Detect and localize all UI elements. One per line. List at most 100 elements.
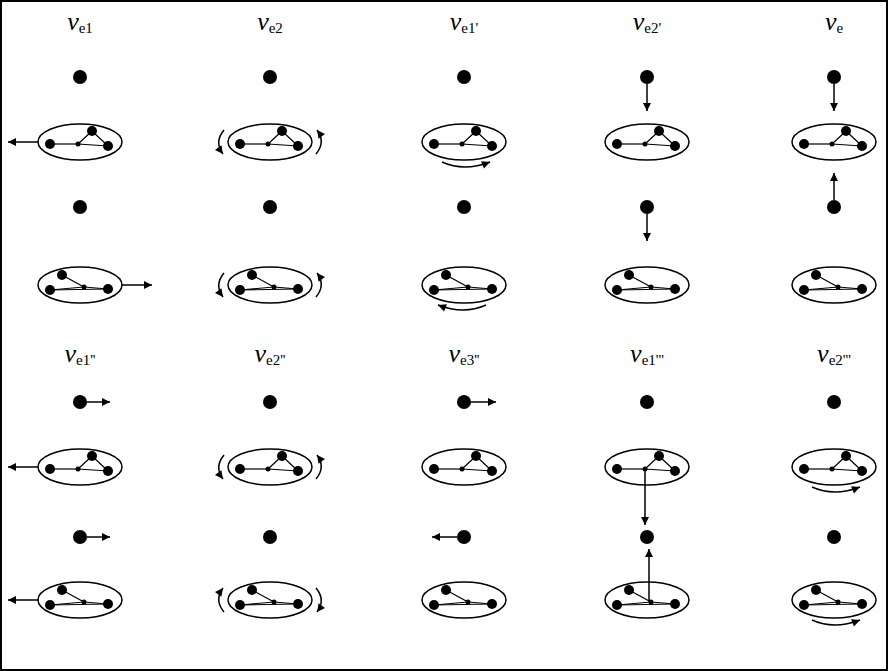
mode-label: νe2'' (254, 341, 285, 367)
molecule-ellipse (605, 582, 689, 618)
atom-dot (799, 285, 809, 295)
atom-dot (799, 139, 809, 149)
atom-dot (293, 284, 303, 294)
atom-dot (487, 466, 497, 476)
bond-line (617, 604, 675, 605)
atom-dot (471, 451, 481, 461)
bond-line (434, 289, 492, 290)
molecule-ellipse (228, 582, 312, 618)
particle-dot (263, 530, 277, 544)
atom-dot (87, 126, 97, 136)
particle-dot (827, 395, 841, 409)
atom-dot (624, 585, 634, 595)
molecule-ellipse (792, 582, 876, 618)
arrow-head (641, 517, 649, 525)
arrow-head (830, 173, 838, 181)
atom-dot (487, 141, 497, 151)
atom-center (836, 600, 841, 605)
atom-dot (103, 599, 113, 609)
atom-dot (57, 270, 67, 280)
atom-dot (277, 126, 287, 136)
atom-dot (612, 464, 622, 474)
atom-dot (293, 466, 303, 476)
atom-center (830, 142, 835, 147)
atom-dot (247, 585, 257, 595)
atom-center (76, 142, 81, 147)
bond-line (240, 289, 298, 290)
molecule-ellipse (228, 449, 312, 485)
molecule-ellipse (605, 267, 689, 303)
atom-dot (471, 126, 481, 136)
particle-dot (640, 395, 654, 409)
molecule-ellipse (605, 449, 689, 485)
atom-center (460, 142, 465, 147)
molecule-ellipse (38, 267, 122, 303)
atom-center (466, 285, 471, 290)
particle-dot (263, 70, 277, 84)
mode-label: νe1 (67, 9, 93, 35)
atom-dot (624, 270, 634, 280)
arrow-head (102, 533, 110, 541)
arrow-head (643, 103, 651, 111)
atom-dot (799, 464, 809, 474)
mode-label: νe1'' (64, 341, 95, 367)
molecule-ellipse (422, 449, 506, 485)
atom-dot (57, 585, 67, 595)
arrow-head (8, 596, 16, 604)
bond-line (50, 604, 108, 605)
molecule-ellipse (422, 267, 506, 303)
atom-dot (235, 139, 245, 149)
bond-line (50, 289, 108, 290)
atom-dot (654, 451, 664, 461)
arrow-head (102, 398, 110, 406)
mode-label: νe1' (450, 9, 478, 35)
atom-dot (277, 451, 287, 461)
particle-dot (640, 70, 654, 84)
atom-center (643, 142, 648, 147)
arrow-head (317, 273, 325, 282)
atom-dot (670, 284, 680, 294)
atom-dot (103, 141, 113, 151)
atom-dot (811, 270, 821, 280)
particle-dot (457, 395, 471, 409)
atom-dot (670, 599, 680, 609)
arrow-head (851, 619, 860, 626)
molecule-ellipse (228, 124, 312, 160)
bond-line (804, 604, 862, 605)
arrow-head (643, 233, 651, 241)
atom-dot (247, 270, 257, 280)
atom-dot (841, 451, 851, 461)
mode-label: νe3'' (448, 341, 479, 367)
mode-label: νe2 (257, 9, 283, 35)
atom-dot (857, 599, 867, 609)
particle-dot (73, 200, 87, 214)
atom-dot (612, 285, 622, 295)
arrow-head (8, 138, 16, 146)
atom-center (82, 285, 87, 290)
arrow-head (481, 161, 490, 168)
atom-dot (429, 285, 439, 295)
particle-dot (827, 70, 841, 84)
arrow-head (317, 603, 325, 612)
molecule-ellipse (422, 124, 506, 160)
atom-dot (293, 599, 303, 609)
mode-label: νe1''' (630, 341, 664, 367)
atom-dot (429, 139, 439, 149)
atom-dot (857, 141, 867, 151)
arrow-head (645, 549, 653, 557)
arrow-head (144, 281, 152, 289)
atom-dot (612, 139, 622, 149)
atom-dot (45, 464, 55, 474)
atom-dot (235, 464, 245, 474)
atom-dot (45, 600, 55, 610)
atom-center (76, 467, 81, 472)
atom-center (266, 142, 271, 147)
atom-dot (857, 284, 867, 294)
atom-dot (441, 585, 451, 595)
bond-line (434, 604, 492, 605)
particle-dot (640, 530, 654, 544)
mode-label: νe2''' (817, 341, 851, 367)
arrow-head (215, 288, 223, 297)
atom-dot (429, 464, 439, 474)
